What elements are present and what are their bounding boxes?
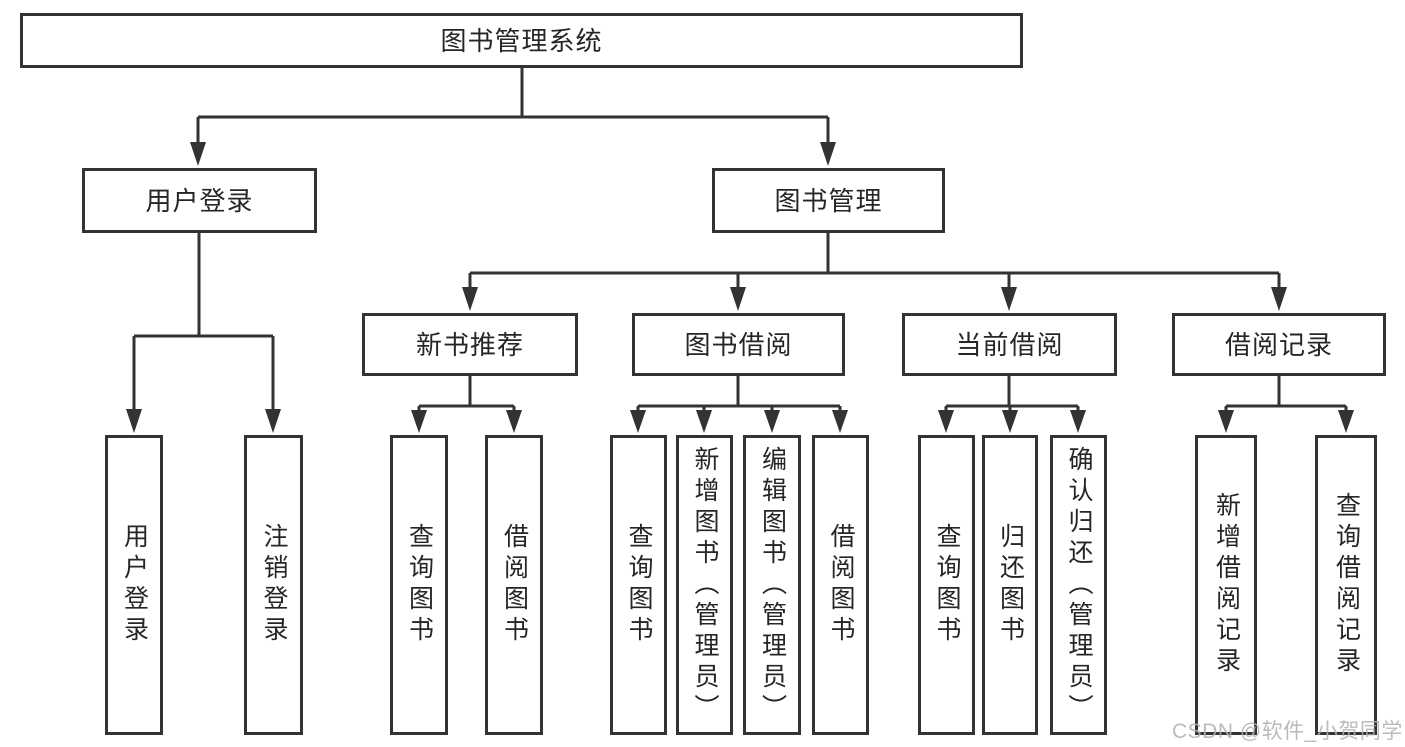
arrowhead-icon bbox=[506, 410, 522, 433]
connector-book-management bbox=[468, 233, 1281, 288]
node-root: 图书管理系统 bbox=[20, 13, 1023, 68]
leaf-user-login: 用户登录 bbox=[105, 435, 163, 735]
leaf-logout: 注销登录 bbox=[244, 435, 303, 735]
leaf-query-books-1: 查询图书 bbox=[390, 435, 448, 735]
arrowhead-icon bbox=[820, 142, 836, 166]
node-book-management: 图书管理 bbox=[712, 168, 945, 233]
arrowheads bbox=[126, 142, 1354, 433]
arrowhead-icon bbox=[1271, 287, 1287, 311]
connector-root bbox=[196, 68, 830, 143]
arrowhead-icon bbox=[1218, 410, 1234, 433]
connector-user-login bbox=[132, 233, 275, 410]
arrowhead-icon bbox=[462, 287, 478, 311]
arrowhead-icon bbox=[190, 142, 206, 166]
node-book-borrow: 图书借阅 bbox=[632, 313, 845, 376]
arrowhead-icon bbox=[1001, 287, 1017, 311]
leaf-add-book-admin: 新增图书（管理员） bbox=[676, 435, 733, 735]
leaf-confirm-return-admin: 确认归还（管理员） bbox=[1050, 435, 1107, 735]
leaf-return-book: 归还图书 bbox=[982, 435, 1038, 735]
connector-new-book-recommend bbox=[417, 376, 516, 411]
leaf-query-books-3: 查询图书 bbox=[918, 435, 975, 735]
arrowhead-icon bbox=[411, 410, 427, 433]
csdn-watermark: CSDN @软件_小贺同学 bbox=[1172, 720, 1403, 743]
connector-current-borrow bbox=[944, 376, 1080, 411]
leaf-query-borrow-record: 查询借阅记录 bbox=[1315, 435, 1377, 735]
leaf-borrow-books-1: 借阅图书 bbox=[485, 435, 543, 735]
arrowhead-icon bbox=[1070, 410, 1086, 433]
arrowhead-icon bbox=[696, 410, 712, 433]
arrowhead-icon bbox=[126, 409, 142, 433]
node-current-borrow: 当前借阅 bbox=[902, 313, 1117, 376]
arrowhead-icon bbox=[832, 410, 848, 433]
leaf-edit-book-admin: 编辑图书（管理员） bbox=[743, 435, 801, 735]
arrowhead-icon bbox=[764, 410, 780, 433]
arrowhead-icon bbox=[1338, 410, 1354, 433]
arrowhead-icon bbox=[265, 409, 281, 433]
connector-borrow-records bbox=[1224, 376, 1348, 411]
node-user-login: 用户登录 bbox=[82, 168, 317, 233]
arrowhead-icon bbox=[938, 410, 954, 433]
leaf-query-books-2: 查询图书 bbox=[610, 435, 667, 735]
arrowhead-icon bbox=[730, 287, 746, 311]
node-borrow-records: 借阅记录 bbox=[1172, 313, 1386, 376]
arrowhead-icon bbox=[1002, 410, 1018, 433]
leaf-borrow-books-2: 借阅图书 bbox=[812, 435, 869, 735]
connector-book-borrow bbox=[636, 376, 842, 411]
arrowhead-icon bbox=[630, 410, 646, 433]
node-new-book-recommend: 新书推荐 bbox=[362, 313, 578, 376]
leaf-add-borrow-record: 新增借阅记录 bbox=[1195, 435, 1257, 735]
